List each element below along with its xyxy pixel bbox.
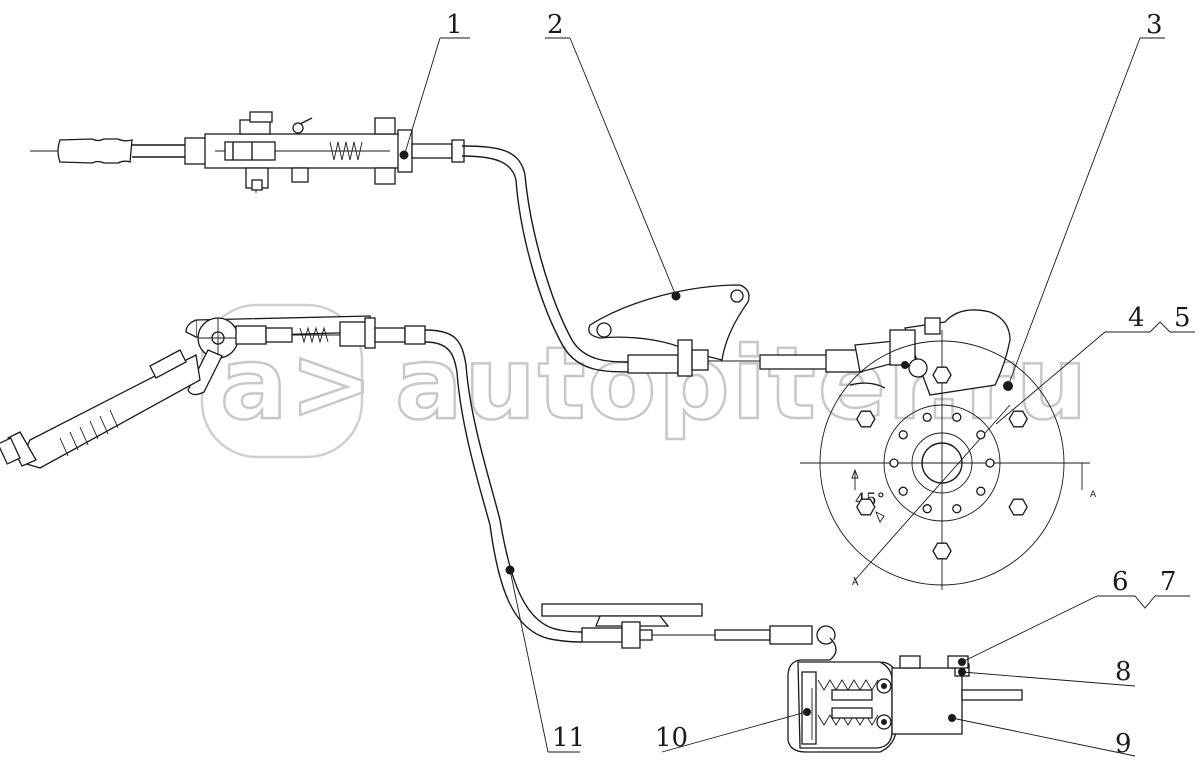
- bolt-hole: [922, 504, 932, 514]
- bolt-hole: [898, 430, 908, 440]
- bolt-hole: [985, 458, 995, 468]
- callout-7: 7: [1160, 567, 1177, 597]
- callout-6: 6: [1112, 567, 1129, 597]
- upper-hand-lever: [30, 111, 465, 193]
- bolt-hole: [952, 504, 962, 514]
- rear-brake-assembly: [787, 637, 1023, 753]
- callout-labels: 1 2 3 4 5 6 7 8 9 10 11: [446, 10, 1191, 759]
- callout-3: 3: [1146, 10, 1163, 40]
- bolt-hole: [976, 486, 986, 496]
- callout-9: 9: [1115, 729, 1132, 759]
- callout-10: 10: [655, 723, 688, 753]
- callout-11: 11: [552, 723, 585, 753]
- bolt-hole: [898, 486, 908, 496]
- section-mark-right: A: [1090, 490, 1097, 500]
- bolt-hole: [922, 412, 932, 422]
- lower-hand-lever: [0, 315, 426, 469]
- drum-bolt-circle: [856, 366, 1028, 560]
- wheel-nut: [932, 542, 952, 560]
- callout-4: 4: [1128, 303, 1145, 333]
- wheel-nut: [932, 366, 952, 384]
- section-mark-left: A: [852, 578, 859, 588]
- callout-5: 5: [1174, 303, 1191, 333]
- wheel-nut: [856, 410, 876, 428]
- callout-8: 8: [1115, 657, 1132, 687]
- wheel-nut: [856, 498, 876, 516]
- leader-lines: [404, 37, 1195, 757]
- wheel-nut: [1008, 410, 1028, 428]
- bolt-hole: [889, 458, 899, 468]
- bolt-hole: [976, 430, 986, 440]
- bolt-hole: [952, 412, 962, 422]
- callout-2: 2: [547, 10, 564, 40]
- brake-drum: 45° A A: [800, 309, 1097, 590]
- lower-bracket: [541, 603, 836, 649]
- callout-1: 1: [446, 10, 463, 40]
- upper-cable: [461, 145, 633, 373]
- wheel-nut: [1008, 498, 1028, 516]
